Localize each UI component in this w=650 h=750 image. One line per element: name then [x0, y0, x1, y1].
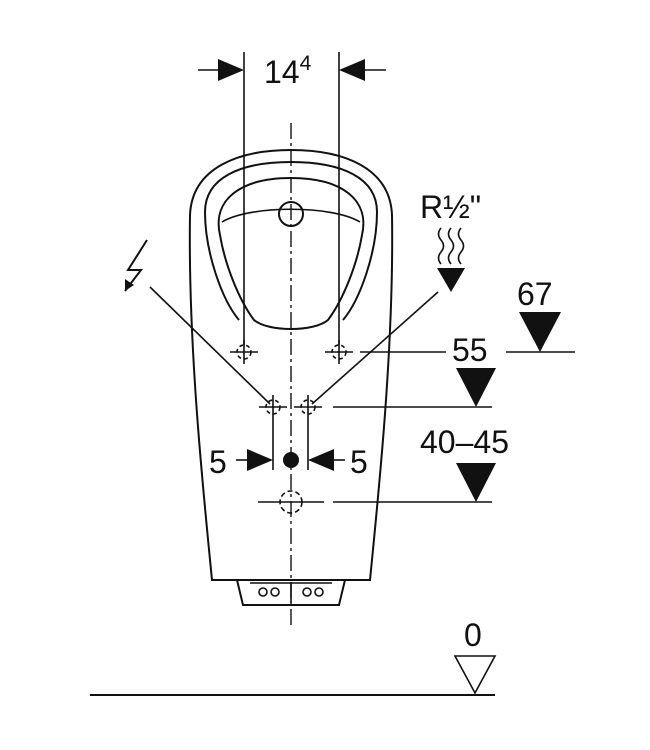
supply-point-right: [294, 395, 322, 470]
offset-right-label: 5: [350, 444, 368, 480]
level-67-label: 67: [517, 276, 553, 312]
level-40-45-label: 40–45: [420, 424, 509, 460]
level-marker-67: 67: [506, 276, 575, 353]
offset-dimension: 5 5: [209, 444, 368, 480]
floor-level-label: 0: [464, 617, 482, 653]
floor-level-marker: [453, 655, 497, 695]
flush-inlet: [278, 201, 304, 227]
dimension-arrow-left: [218, 59, 244, 81]
center-dot: [283, 452, 299, 468]
level-55-label: 55: [452, 332, 488, 368]
width-label-superscript: 4: [300, 52, 312, 75]
fixing-point-upper-right: [325, 340, 353, 364]
water-leader-line: [311, 291, 439, 405]
width-dimension: 144: [198, 52, 386, 345]
fixing-point-upper-left: [230, 340, 258, 364]
floor-level: 0: [90, 617, 497, 696]
offset-arrow-left: [247, 449, 273, 471]
lightning-bolt-icon: [124, 239, 148, 292]
level-marker-55: 55: [333, 332, 496, 408]
level-marker-40-45: 40–45: [333, 424, 509, 503]
offset-left-label: 5: [209, 444, 227, 480]
urinal-base: [236, 579, 346, 606]
supply-point-left: [259, 395, 287, 470]
dimension-arrow-right: [339, 59, 365, 81]
thread-size-label: R½": [420, 189, 481, 225]
svg-text:144: 144: [264, 52, 312, 90]
urinal-body: [188, 148, 394, 581]
width-label: 14: [264, 54, 300, 90]
waste-outlet-point: [258, 490, 324, 514]
water-supply-icon: [437, 227, 465, 292]
fixing-points: [230, 340, 353, 514]
offset-arrow-right: [308, 449, 334, 471]
power-leader-line: [149, 286, 271, 405]
